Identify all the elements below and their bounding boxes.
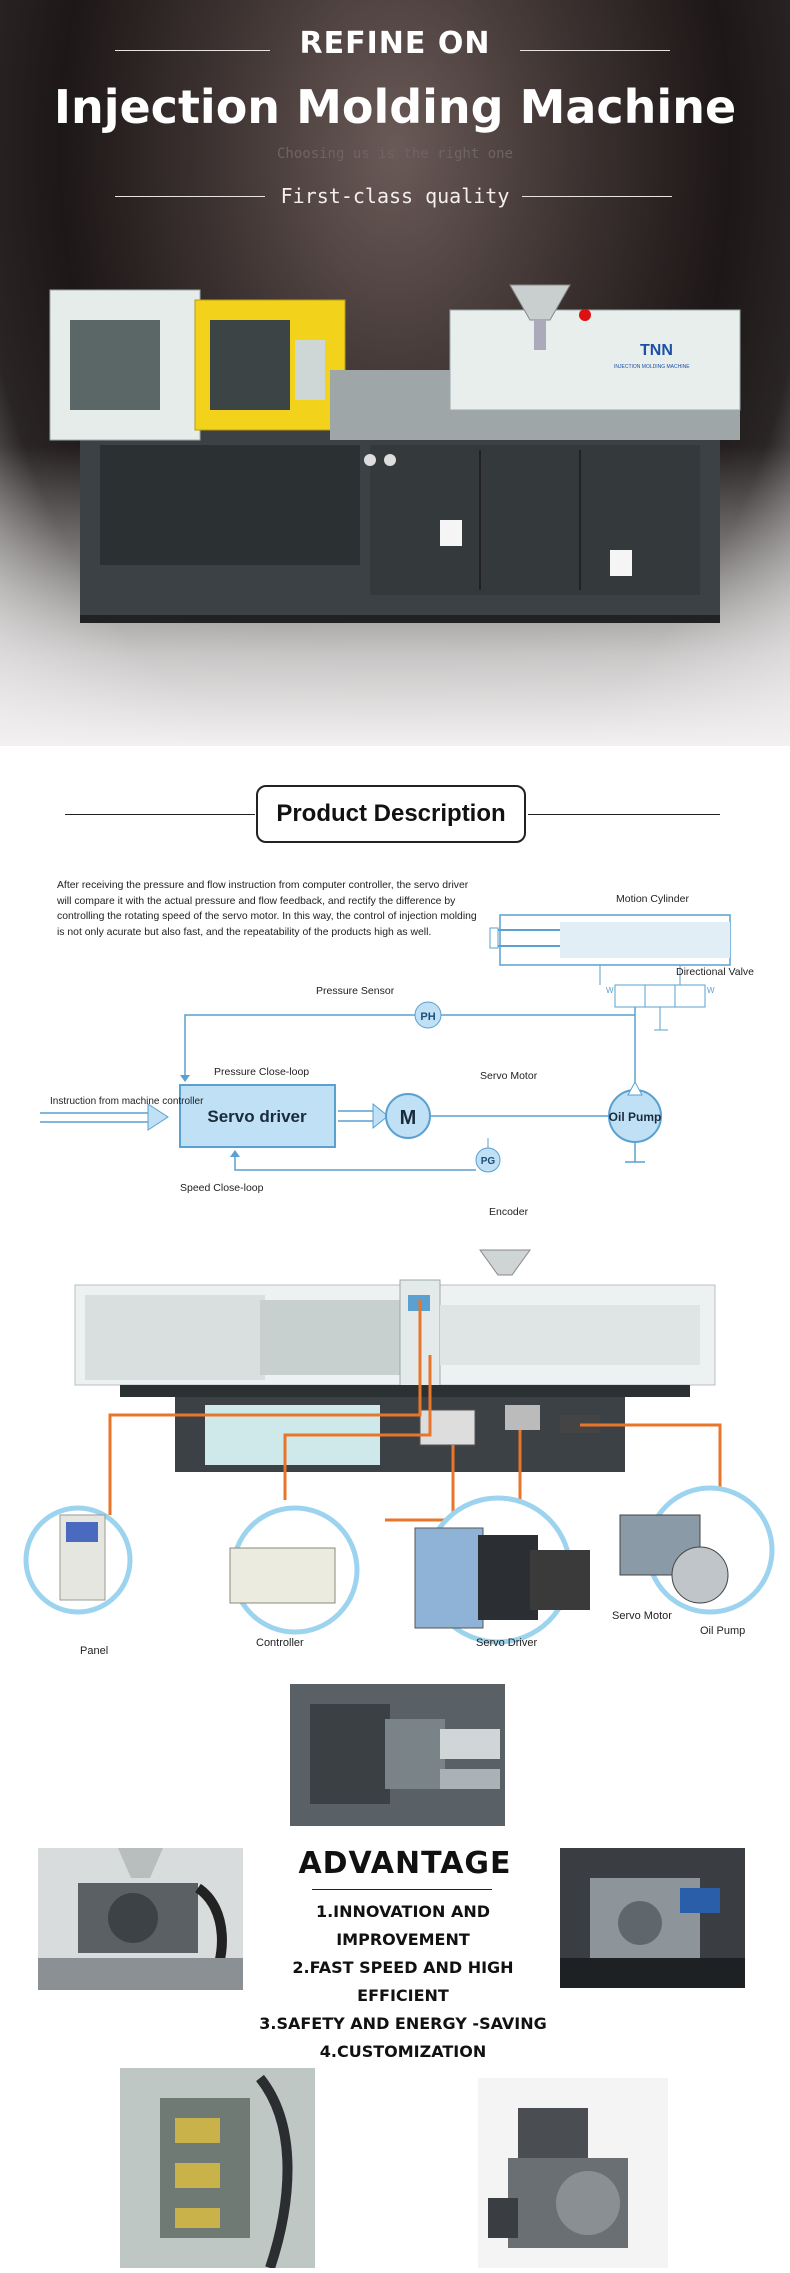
quality-rule-right (522, 196, 672, 197)
alarm-light-icon (579, 309, 591, 321)
advantage-item: 4.CUSTOMIZATION (319, 2042, 487, 2061)
page-title: Injection Molding Machine (53, 80, 737, 134)
hydraulic-valve-photo (560, 1848, 745, 1988)
advantage-title: ADVANTAGE (298, 1846, 512, 1881)
advantage-item: IMPROVEMENT (336, 1930, 470, 1949)
oil-pump-block: Oil Pump (609, 1110, 662, 1124)
components-illustration (23, 1249, 775, 1645)
hero-rule-right (520, 50, 670, 51)
valve-spring-label-left: W (606, 986, 614, 995)
component-label-oil-pump: Oil Pump (700, 1625, 746, 1637)
advantage-item: EFFICIENT (357, 1986, 449, 2005)
quality-rule-left (115, 196, 265, 197)
quality-tagline: First-class quality (280, 184, 510, 208)
component-label-servo-driver: Servo Driver (476, 1637, 538, 1649)
advantage-item: 3.SAFETY AND ENERGY -SAVING (259, 2014, 547, 2033)
servo-driver-block: Servo driver (207, 1107, 307, 1126)
clamp-closeup-photo (290, 1684, 505, 1826)
advantage-item: 1.INNOVATION AND (315, 1902, 491, 1921)
encoder-pg: PG (481, 1156, 496, 1167)
label-directional-valve: Directional Valve (676, 966, 755, 978)
servo-pump-photo (478, 2078, 668, 2268)
label-instruction: Instruction from machine controller (50, 1096, 204, 1107)
label-motion-cylinder: Motion Cylinder (616, 893, 689, 905)
label-encoder: Encoder (489, 1206, 529, 1218)
advantage-item: 2.FAST SPEED AND HIGH (292, 1958, 514, 1977)
pd-rule-left (65, 814, 255, 815)
brand-title: REFINE ON (299, 26, 491, 61)
valve-spring-label-right: W (707, 986, 715, 995)
hero-subtitle: Choosing us is the right one (276, 146, 513, 162)
component-label-servo-motor: Servo Motor (612, 1610, 672, 1622)
pd-rule-right (528, 814, 720, 815)
label-pressure-sensor: Pressure Sensor (316, 985, 395, 997)
injection-unit-photo (38, 1848, 243, 1990)
machine-brand-label: TNN (640, 342, 673, 359)
label-speed-close-loop: Speed Close-loop (180, 1182, 264, 1194)
hero-banner: REFINE ON Injection Molding Machine Choo… (0, 0, 790, 746)
description-text: After receiving the pressure and flow in… (57, 880, 477, 938)
injection-machine-illustration: TNN INJECTION MOLDING MACHINE (49, 284, 741, 623)
section-heading-product-description: Product Description (256, 785, 526, 843)
hero-rule-left (115, 50, 270, 51)
servo-control-diagram: W W PH Servo driver M Oil Pump PG (40, 914, 731, 1173)
pressure-sensor-ph: PH (420, 1011, 435, 1023)
component-label-controller: Controller (256, 1637, 304, 1649)
machine-caption-label: INJECTION MOLDING MACHINE (614, 364, 690, 370)
advantage-rule (312, 1889, 492, 1890)
label-servo-motor: Servo Motor (480, 1070, 538, 1082)
manifold-valves-photo (120, 2068, 315, 2268)
label-pressure-close-loop: Pressure Close-loop (214, 1066, 310, 1078)
component-label-panel: Panel (80, 1645, 109, 1657)
servo-motor-m: M (400, 1107, 417, 1129)
